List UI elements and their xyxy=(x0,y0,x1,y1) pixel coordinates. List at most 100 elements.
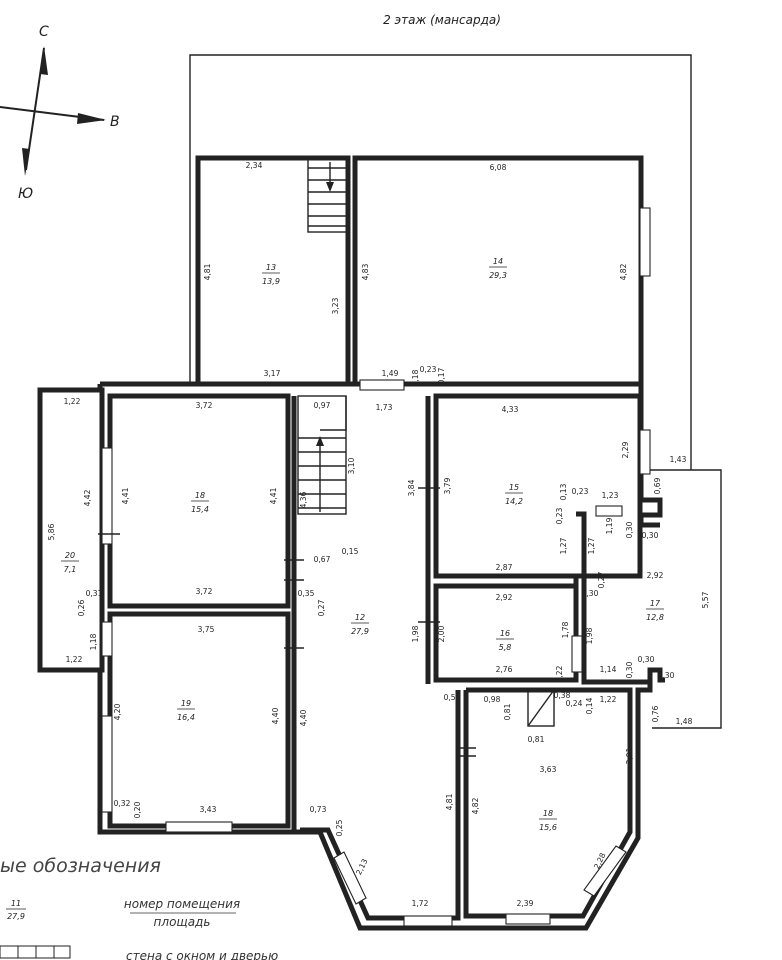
room-area: 12,8 xyxy=(646,613,664,622)
room-number: 19 xyxy=(181,699,191,708)
room-14-label: 14 29,3 xyxy=(489,257,507,280)
dimension-label: 1,98 xyxy=(585,627,594,644)
dimension-label: 0,18 xyxy=(411,369,420,386)
dimension-label: 0,23 xyxy=(420,365,437,374)
dimension-label: 0,30 xyxy=(638,655,655,664)
dimension-label: 0,81 xyxy=(528,735,545,744)
legend-wall-label: стена с окном и дверью xyxy=(126,949,278,960)
dimension-label: 1,78 xyxy=(561,621,570,638)
dimension-label: 2,91 xyxy=(625,747,634,764)
room-labels: 13 13,9 14 29,3 15 14,2 16 5,8 17 12,8 1… xyxy=(61,257,664,832)
compass-north-label: С xyxy=(39,24,49,40)
dimension-label: 0,25 xyxy=(335,819,344,836)
dimension-label: 0,30 xyxy=(625,521,634,538)
room-number: 18 xyxy=(195,491,205,500)
dimension-label: 1,22 xyxy=(64,397,81,406)
dimension-label: 2,76 xyxy=(496,665,513,674)
dimension-label: 2,34 xyxy=(246,161,263,170)
dimension-label: 1,23 xyxy=(602,491,619,500)
room-13-label: 13 13,9 xyxy=(262,263,280,286)
dimension-label: 0,98 xyxy=(484,695,501,704)
room-area: 15,4 xyxy=(191,505,209,514)
dimension-label: 0,20 xyxy=(133,801,142,818)
legend-line2: площадь xyxy=(154,915,211,929)
room-area: 29,3 xyxy=(489,271,507,280)
dimension-label: 0,22 xyxy=(555,665,564,682)
dimension-label: 0,81 xyxy=(503,703,512,720)
dimension-label: 5,57 xyxy=(701,591,710,608)
room-number: 16 xyxy=(500,629,510,638)
dimension-label: 1,72 xyxy=(412,899,429,908)
dimension-label: 4,81 xyxy=(445,793,454,810)
dimension-label: 4,20 xyxy=(113,703,122,720)
dimension-label: 2,00 xyxy=(437,625,446,642)
dimension-label: 2,29 xyxy=(621,441,630,458)
dimension-label: 0,15 xyxy=(342,547,359,556)
dimension-label: 0,50 xyxy=(444,693,461,702)
dimension-label: 1,49 xyxy=(382,369,399,378)
dimension-label: 4,82 xyxy=(471,797,480,814)
dimension-label: 6,08 xyxy=(490,163,507,172)
room-12-label: 12 27,9 xyxy=(351,613,369,636)
room-16-label: 16 5,8 xyxy=(496,629,514,652)
room-area: 16,4 xyxy=(177,713,195,722)
dimension-label: 3,72 xyxy=(196,587,213,596)
doors xyxy=(98,487,555,757)
dimension-label: 2,92 xyxy=(496,593,513,602)
legend-wall-sample xyxy=(0,945,71,959)
dimension-label: 4,83 xyxy=(361,263,370,280)
dimension-label: 1,73 xyxy=(376,403,393,412)
plan-title: 2 этаж (мансарда) xyxy=(383,13,501,27)
room-17-label: 17 12,8 xyxy=(646,599,664,622)
dimension-label: 0,32 xyxy=(114,799,131,808)
dimension-label: 4,82 xyxy=(619,263,628,280)
legend-sample-number: 11 xyxy=(11,899,21,908)
dimension-label: 4,36 xyxy=(299,491,308,508)
dimension-label: 0,73 xyxy=(310,805,327,814)
dimension-label: 0,31 xyxy=(86,589,103,598)
room-area: 15,6 xyxy=(539,823,557,832)
dimension-label: 1,22 xyxy=(600,695,617,704)
dimension-label: 5,86 xyxy=(47,523,56,540)
dimension-label: 0,30 xyxy=(582,589,599,598)
room-number: 15 xyxy=(509,483,519,492)
dimension-label: 0,30 xyxy=(642,531,659,540)
dimension-label: 3,79 xyxy=(443,477,452,494)
dimension-label: 3,43 xyxy=(200,805,217,814)
dimension-label: 3,17 xyxy=(264,369,281,378)
compass-icon: С В Ю xyxy=(0,24,120,202)
room-18b-label: 18 15,6 xyxy=(539,809,557,832)
dimension-label: 0,24 xyxy=(566,699,583,708)
dimension-label: 1,98 xyxy=(411,625,420,642)
legend-heading: ые обозначения xyxy=(0,855,161,877)
legend: ые обозначения 11 27,9 номер помещения п… xyxy=(0,855,278,960)
dimension-label: 0,27 xyxy=(317,599,326,616)
dimension-label: 3,10 xyxy=(347,457,356,474)
dimension-label: 0,76 xyxy=(651,705,660,722)
dimension-label: 4,81 xyxy=(203,263,212,280)
room-20-label: 20 7,1 xyxy=(61,551,79,574)
dimension-label: 0,35 xyxy=(298,589,315,598)
dimension-label: 1,22 xyxy=(66,655,83,664)
room-number: 13 xyxy=(266,263,276,272)
room-number: 14 xyxy=(493,257,503,266)
room-area: 13,9 xyxy=(262,277,280,286)
dimension-label: 4,40 xyxy=(299,709,308,726)
dimension-label: 1,19 xyxy=(605,517,614,534)
dimension-label: 0,38 xyxy=(554,691,571,700)
room-number: 17 xyxy=(650,599,661,608)
dimension-label: 0,30 xyxy=(658,671,675,680)
room-18-label: 18 15,4 xyxy=(191,491,209,514)
room-area: 14,2 xyxy=(505,497,523,506)
dimension-label: 4,41 xyxy=(121,487,130,504)
dimension-label: 3,84 xyxy=(407,479,416,496)
dimension-label: 2,13 xyxy=(354,857,370,876)
dimension-label: 3,72 xyxy=(196,401,213,410)
dimension-label: 2,39 xyxy=(517,899,534,908)
dimension-label: 1,48 xyxy=(676,717,693,726)
room-number: 12 xyxy=(355,613,365,622)
dimension-label: 4,41 xyxy=(269,487,278,504)
dimension-label: 0,17 xyxy=(437,367,446,384)
dimension-label: 2,87 xyxy=(496,563,513,572)
